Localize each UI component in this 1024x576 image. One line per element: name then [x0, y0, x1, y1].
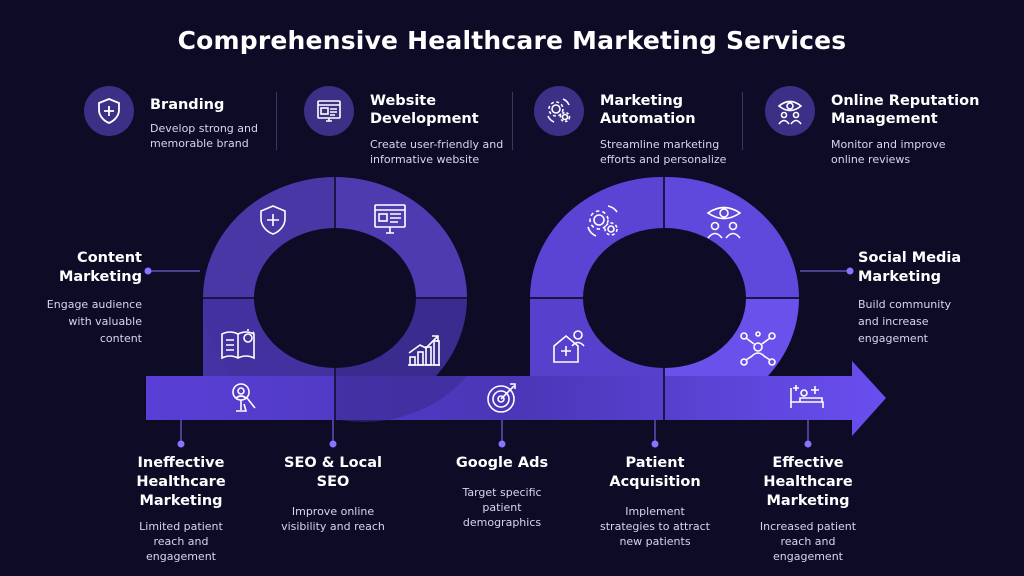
patient-bed-icon: [790, 385, 824, 408]
label-desc: engagement: [858, 332, 928, 345]
service-title: Website: [370, 93, 437, 109]
website-icon: [304, 86, 354, 136]
service-title: Development: [370, 111, 479, 127]
connector-dot: [804, 440, 812, 448]
service-title: Online Reputation: [831, 93, 980, 109]
target-icon: [487, 383, 516, 413]
label-title: Content: [77, 250, 142, 266]
home-care-icon: [553, 330, 585, 363]
label-desc: reach and: [153, 535, 209, 548]
service-desc: memorable brand: [150, 137, 249, 150]
label-desc: new patients: [619, 535, 691, 548]
label-title: Marketing: [58, 269, 142, 285]
label-desc: Improve online: [291, 505, 375, 518]
person-search-icon: [232, 383, 256, 412]
divider: [512, 92, 513, 150]
progress-arrow: [146, 361, 886, 436]
label-title: Marketing: [139, 493, 223, 509]
label-desc: with valuable: [68, 315, 142, 328]
service-desc: Monitor and improve: [831, 138, 946, 151]
label-desc: patient: [482, 501, 522, 514]
divider: [276, 92, 277, 150]
service-title: Automation: [600, 111, 696, 127]
label-title: Acquisition: [609, 474, 701, 490]
service-website-development: Website Development Create user-friendly…: [304, 86, 514, 166]
label-title: Healthcare: [136, 474, 226, 490]
label-desc: content: [99, 332, 142, 345]
divider: [742, 92, 743, 150]
ineffective-marketing-label: Ineffective Healthcare Marketing Limited…: [111, 454, 251, 564]
connector-dot: [177, 440, 185, 448]
gears-cycle-icon: [587, 205, 618, 237]
ring-segment-website: [335, 177, 467, 298]
label-desc: engagement: [773, 550, 843, 563]
service-desc: online reviews: [831, 153, 911, 166]
label-desc: Build community: [858, 298, 952, 311]
service-branding: Branding Develop strong and memorable br…: [84, 86, 274, 166]
google-ads-label: Google Ads Target specific patient demog…: [432, 454, 572, 530]
website-icon: [374, 204, 406, 234]
service-desc: Create user-friendly and: [370, 138, 504, 151]
service-online-reputation: Online Reputation Management Monitor and…: [765, 86, 985, 166]
label-title: SEO: [316, 474, 350, 490]
seo-label: SEO & Local SEO Improve online visibilit…: [263, 454, 403, 534]
network-people-icon: [740, 331, 776, 366]
label-desc: strategies to attract: [600, 520, 710, 533]
label-title: Marketing: [766, 493, 850, 509]
label-title: Marketing: [858, 269, 942, 285]
service-desc: informative website: [370, 153, 480, 166]
service-marketing-automation: Marketing Automation Streamline marketin…: [534, 86, 734, 166]
label-title: Social Media: [858, 250, 962, 266]
effective-marketing-label: Effective Healthcare Marketing Increased…: [738, 454, 878, 564]
ring-segment-automation: [530, 176, 664, 298]
patient-acquisition-label: Patient Acquisition Implement strategies…: [580, 454, 730, 549]
social-media-marketing-label: Social Media Marketing Build community a…: [858, 249, 1008, 347]
connector-dot: [329, 440, 337, 448]
label-desc: Increased patient: [759, 520, 857, 533]
service-desc: Streamline marketing: [600, 138, 720, 151]
label-desc: visibility and reach: [281, 520, 385, 533]
label-desc: Limited patient: [139, 520, 223, 533]
connector-dot: [651, 440, 659, 448]
label-desc: demographics: [462, 516, 542, 529]
service-title: Management: [831, 111, 938, 127]
label-desc: engagement: [146, 550, 216, 563]
service-desc: Develop strong and: [150, 122, 258, 135]
service-desc: efforts and personalize: [600, 153, 727, 166]
label-desc: Engage audience: [46, 298, 142, 311]
label-desc: Implement: [625, 505, 685, 518]
page-title: Comprehensive Healthcare Marketing Servi…: [177, 26, 847, 55]
label-title: Patient: [625, 455, 685, 471]
ring-segment-reputation: [664, 176, 799, 298]
label-desc: and increase: [858, 315, 929, 328]
service-title: Marketing: [600, 93, 684, 109]
connector-dot: [846, 267, 854, 275]
shield-cross-icon: [260, 205, 286, 235]
gears-cycle-icon: [534, 86, 584, 136]
eye-people-icon: [706, 206, 742, 239]
eye-people-icon: [765, 86, 815, 136]
label-title: Healthcare: [763, 474, 853, 490]
service-title: Branding: [150, 97, 225, 113]
label-title: Effective: [772, 455, 844, 471]
label-title: Google Ads: [455, 455, 549, 471]
ring-segment-branding: [203, 177, 335, 298]
book-idea-icon: [221, 329, 255, 360]
connector-dot: [498, 440, 506, 448]
label-desc: reach and: [780, 535, 836, 548]
growth-chart-icon: [408, 335, 440, 366]
ring-segment-acquisition: [530, 298, 664, 376]
label-title: Ineffective: [137, 455, 225, 471]
content-marketing-label: Content Marketing Engage audience with v…: [20, 249, 142, 347]
connector-dot: [144, 267, 152, 275]
shield-cross-icon: [84, 86, 134, 136]
label-title: SEO & Local: [284, 455, 382, 471]
label-desc: Target specific: [462, 486, 542, 499]
